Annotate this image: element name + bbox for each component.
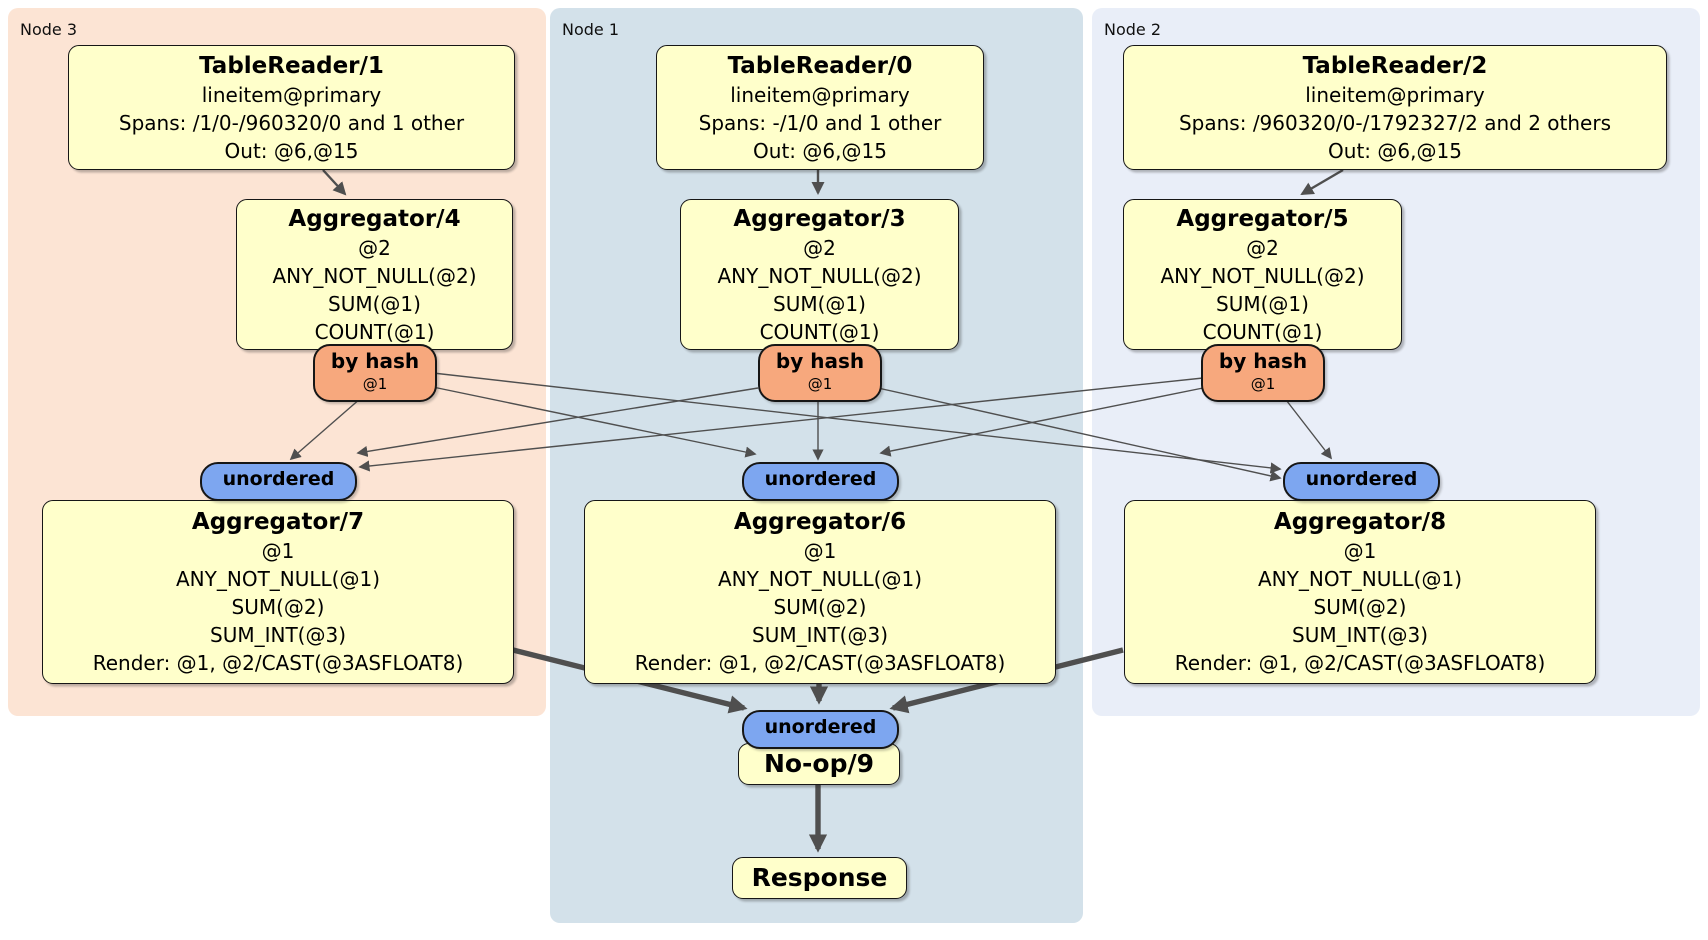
- processor-title: Aggregator/7: [191, 509, 365, 535]
- processor-title: TableReader/1: [199, 52, 384, 79]
- edge-bh3-uo3: [289, 397, 362, 461]
- processor-index: lineitem@primary: [1305, 82, 1485, 107]
- agg-fn: SUM_INT(@3): [752, 623, 888, 647]
- agg-fn: ANY_NOT_NULL(@2): [272, 263, 477, 288]
- agg-render: Render: @1, @2/CAST(@3ASFLOAT8): [92, 651, 464, 675]
- agg-group-col: @2: [358, 235, 391, 260]
- router-label: by hash: [1218, 349, 1308, 373]
- region-node-2-label: Node 2: [1104, 20, 1162, 39]
- edge-bh2-uo1: [879, 387, 1204, 457]
- agg-fn: ANY_NOT_NULL(@1): [718, 567, 922, 591]
- processor-title: Aggregator/4: [288, 205, 461, 232]
- edge-bh1-uo2: [877, 387, 1282, 482]
- processor-index: lineitem@primary: [730, 82, 910, 107]
- agg-fn: COUNT(@1): [759, 319, 880, 344]
- region-node-1-label: Node 1: [562, 20, 620, 39]
- processor-out: Out: @6,@15: [1328, 138, 1462, 163]
- processor-title: No-op/9: [763, 749, 875, 778]
- agg-fn: SUM(@2): [773, 595, 867, 619]
- agg-fn: SUM_INT(@3): [1292, 623, 1428, 647]
- processor-title: Aggregator/5: [1176, 205, 1349, 232]
- region-node-3-label: Node 3: [20, 20, 78, 39]
- processor-title: Aggregator/8: [1273, 509, 1447, 535]
- agg-fn: SUM(@1): [328, 291, 421, 316]
- edge-bh2-uo2: [1282, 395, 1333, 460]
- edge-bh2-uo3: [358, 377, 1204, 472]
- router-label: by hash: [330, 349, 420, 373]
- router-by-hash-node2: by hash @1: [1201, 344, 1325, 402]
- agg-fn: SUM_INT(@3): [210, 623, 346, 647]
- processor-spans: Spans: /1/0-/960320/0 and 1 other: [118, 110, 465, 135]
- agg-fn: COUNT(@1): [314, 319, 435, 344]
- processor-title: TableReader/2: [1302, 52, 1488, 79]
- agg-fn: COUNT(@1): [1202, 319, 1323, 344]
- agg-fn: ANY_NOT_NULL(@2): [717, 263, 922, 288]
- processor-noop-9: No-op/9: [738, 743, 900, 785]
- agg-fn: ANY_NOT_NULL(@1): [176, 567, 380, 591]
- agg-group-col: @1: [261, 539, 295, 563]
- processor-title: Response: [751, 863, 888, 892]
- agg-render: Render: @1, @2/CAST(@3ASFLOAT8): [1174, 651, 1546, 675]
- sync-unordered-node2: unordered: [1283, 462, 1440, 501]
- agg-fn: SUM(@2): [231, 595, 325, 619]
- agg-fn: SUM(@1): [1216, 291, 1309, 316]
- processor-title: TableReader/0: [727, 52, 913, 79]
- agg-group-col: @2: [803, 235, 836, 260]
- agg-fn: ANY_NOT_NULL(@1): [1258, 567, 1462, 591]
- processor-aggregator-5: Aggregator/5 @2 ANY_NOT_NULL(@2) SUM(@1)…: [1123, 199, 1402, 350]
- processor-out: Out: @6,@15: [753, 138, 887, 163]
- router-key: @1: [1250, 375, 1276, 393]
- edge-tr1-agg4: [322, 169, 347, 196]
- agg-group-col: @1: [1343, 539, 1377, 563]
- router-label: by hash: [775, 349, 865, 373]
- edge-bh1-uo3: [356, 387, 759, 458]
- edge-bh3-uo1: [427, 385, 757, 458]
- processor-out: Out: @6,@15: [224, 138, 359, 163]
- processor-aggregator-6: Aggregator/6 @1 ANY_NOT_NULL(@1) SUM(@2)…: [584, 500, 1056, 684]
- processor-tablereader-1: TableReader/1 lineitem@primary Spans: /1…: [68, 45, 515, 170]
- agg-fn: SUM(@2): [1313, 595, 1407, 619]
- processor-aggregator-8: Aggregator/8 @1 ANY_NOT_NULL(@1) SUM(@2)…: [1124, 500, 1596, 684]
- router-by-hash-node3: by hash @1: [313, 344, 437, 402]
- router-key: @1: [362, 375, 388, 393]
- processor-tablereader-0: TableReader/0 lineitem@primary Spans: -/…: [656, 45, 984, 170]
- processor-aggregator-3: Aggregator/3 @2 ANY_NOT_NULL(@2) SUM(@1)…: [680, 199, 959, 350]
- processor-index: lineitem@primary: [201, 82, 382, 107]
- processor-aggregator-7: Aggregator/7 @1 ANY_NOT_NULL(@1) SUM(@2)…: [42, 500, 514, 684]
- sync-unordered-node3: unordered: [200, 462, 357, 501]
- sync-unordered-node1: unordered: [742, 462, 899, 501]
- processor-spans: Spans: /960320/0-/1792327/2 and 2 others: [1178, 110, 1611, 135]
- agg-render: Render: @1, @2/CAST(@3ASFLOAT8): [634, 651, 1006, 675]
- agg-group-col: @2: [1246, 235, 1279, 260]
- sync-unordered-final: unordered: [742, 710, 899, 749]
- agg-fn: SUM(@1): [773, 291, 866, 316]
- agg-group-col: @1: [803, 539, 837, 563]
- processor-aggregator-4: Aggregator/4 @2 ANY_NOT_NULL(@2) SUM(@1)…: [236, 199, 513, 350]
- processor-title: Aggregator/3: [733, 205, 906, 232]
- router-by-hash-node1: by hash @1: [758, 344, 882, 402]
- processor-response: Response: [732, 857, 907, 899]
- processor-title: Aggregator/6: [733, 509, 907, 535]
- edge-tr2-agg5: [1300, 168, 1344, 196]
- processor-tablereader-2: TableReader/2 lineitem@primary Spans: /9…: [1123, 45, 1667, 170]
- agg-fn: ANY_NOT_NULL(@2): [1160, 263, 1365, 288]
- edge-bh3-uo2: [432, 372, 1282, 474]
- processor-spans: Spans: -/1/0 and 1 other: [698, 110, 942, 135]
- router-key: @1: [807, 375, 833, 393]
